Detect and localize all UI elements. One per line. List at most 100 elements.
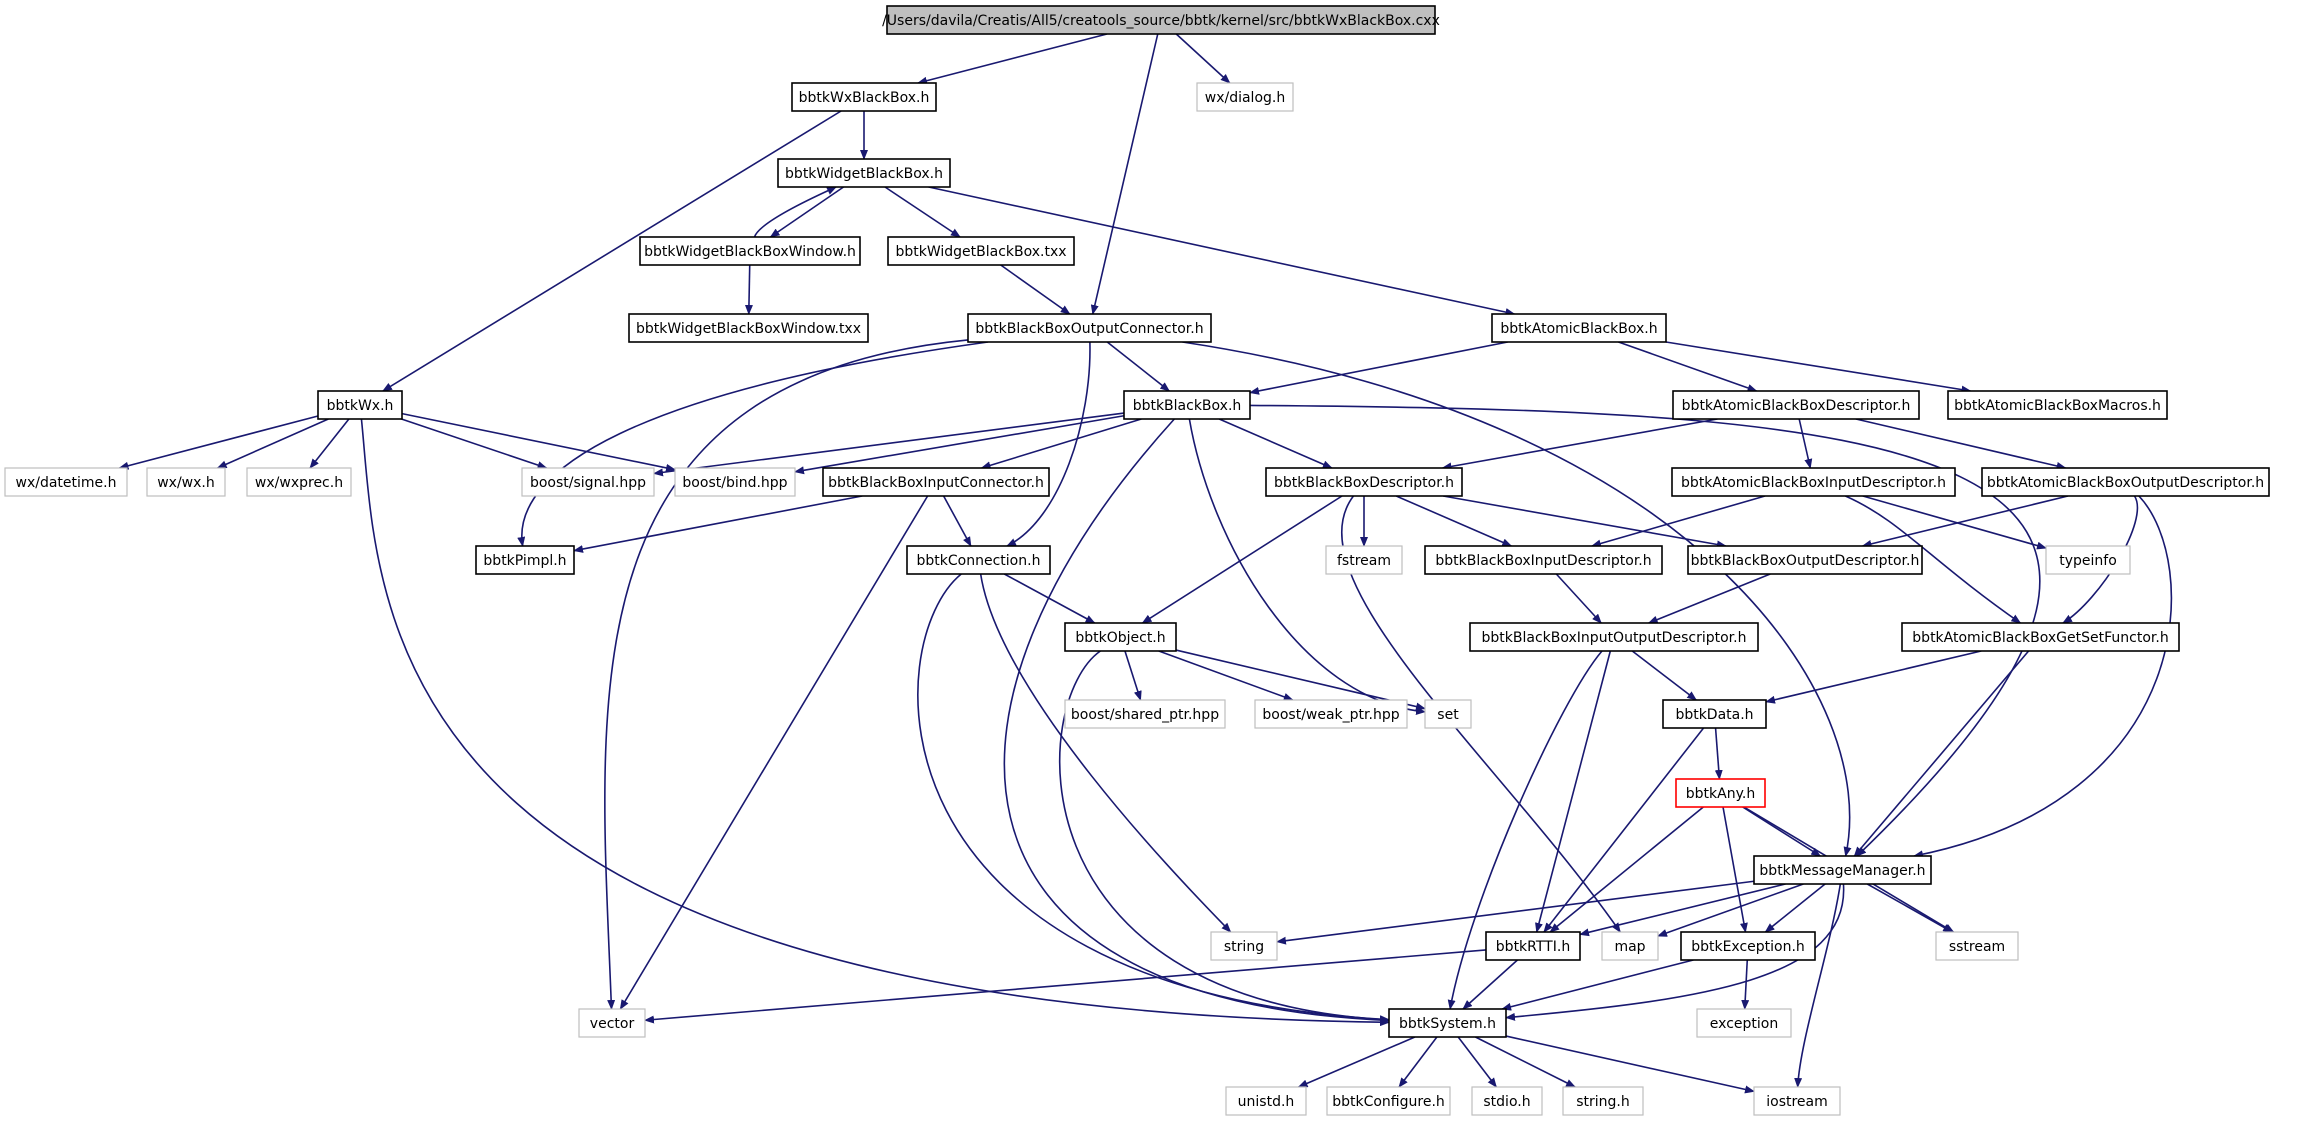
edge-widgetbb-to-atomicbb xyxy=(928,186,1516,317)
node-label: bbtkPimpl.h xyxy=(483,553,566,569)
edge-widgetbbwindow-to-widgetbbwindowtxx xyxy=(744,264,753,315)
edge-widgetbbwindow-to-widgetbb xyxy=(753,186,837,238)
dependency-edges xyxy=(118,33,2173,1094)
node-box xyxy=(1562,1086,1644,1116)
node-label: string.h xyxy=(1576,1094,1630,1110)
node-atomicbb[interactable]: bbtkAtomicBlackBox.h xyxy=(1491,313,1667,343)
node-label: wx/datetime.h xyxy=(16,475,117,491)
node-bboutdesc[interactable]: bbtkBlackBoxOutputDescriptor.h xyxy=(1687,545,1923,575)
node-label: bbtkAtomicBlackBoxDescriptor.h xyxy=(1682,398,1911,414)
node-rtti[interactable]: bbtkRTTI.h xyxy=(1485,931,1581,961)
node-box xyxy=(1901,622,2180,652)
edge-blackbox-to-set xyxy=(1188,418,1426,715)
node-atomicmacros[interactable]: bbtkAtomicBlackBoxMacros.h xyxy=(1947,390,2168,420)
edge-bboutdesc-to-bbiodesc xyxy=(1647,573,1771,624)
node-bbiodesc[interactable]: bbtkBlackBoxInputOutputDescriptor.h xyxy=(1469,622,1759,652)
edge-atomicoutdesc-to-msgmgr xyxy=(1913,495,2173,859)
edge-bbdesc-to-bboutdesc xyxy=(1443,495,1727,549)
node-configure[interactable]: bbtkConfigure.h xyxy=(1326,1086,1451,1116)
node-label: bbtkWx.h xyxy=(327,398,394,414)
node-fstream[interactable]: fstream xyxy=(1325,545,1403,575)
node-bbindesc[interactable]: bbtkBlackBoxInputDescriptor.h xyxy=(1424,545,1663,575)
node-widgetbbwindowtxx[interactable]: bbtkWidgetBlackBoxWindow.txx xyxy=(628,313,869,343)
node-wxwxprec[interactable]: wx/wxprec.h xyxy=(246,467,352,497)
edge-connection-to-system xyxy=(917,573,1390,1024)
node-widgetbb[interactable]: bbtkWidgetBlackBox.h xyxy=(777,158,951,188)
node-label: bbtkAtomicBlackBoxMacros.h xyxy=(1954,398,2161,414)
node-box xyxy=(791,82,937,112)
node-data[interactable]: bbtkData.h xyxy=(1662,699,1767,729)
node-label: bbtkAtomicBlackBox.h xyxy=(1500,321,1657,337)
node-unistd[interactable]: unistd.h xyxy=(1225,1086,1307,1116)
edge-wxh-to-wxwxprec xyxy=(309,418,350,469)
node-boostbind[interactable]: boost/bind.hpp xyxy=(674,467,796,497)
node-root[interactable]: /Users/davila/Creatis/All5/creatools_sou… xyxy=(882,5,1440,35)
node-typeinfo[interactable]: typeinfo xyxy=(2045,545,2131,575)
node-map[interactable]: map xyxy=(1601,931,1659,961)
node-widgetbbtxx[interactable]: bbtkWidgetBlackBox.txx xyxy=(887,236,1075,266)
node-widgetbbwindow[interactable]: bbtkWidgetBlackBoxWindow.h xyxy=(639,236,861,266)
node-string[interactable]: string xyxy=(1210,931,1278,961)
node-set[interactable]: set xyxy=(1424,699,1472,729)
node-label: boost/weak_ptr.hpp xyxy=(1262,707,1399,723)
node-label: unistd.h xyxy=(1238,1094,1295,1110)
node-exception_h[interactable]: bbtkException.h xyxy=(1680,931,1816,961)
edge-wxh-to-boostsignal xyxy=(401,418,548,469)
node-inconn[interactable]: bbtkBlackBoxInputConnector.h xyxy=(822,467,1050,497)
edge-blackbox-to-msgmgr xyxy=(1249,404,2041,857)
node-label: bbtkAny.h xyxy=(1686,786,1755,802)
node-getset[interactable]: bbtkAtomicBlackBoxGetSetFunctor.h xyxy=(1901,622,2180,652)
node-iostream[interactable]: iostream xyxy=(1753,1086,1841,1116)
node-system[interactable]: bbtkSystem.h xyxy=(1388,1008,1507,1038)
node-label: iostream xyxy=(1766,1094,1828,1110)
node-label: bbtkObject.h xyxy=(1075,630,1165,646)
node-pimpl[interactable]: bbtkPimpl.h xyxy=(475,545,575,575)
node-msgmgr[interactable]: bbtkMessageManager.h xyxy=(1753,855,1932,885)
node-label: sstream xyxy=(1949,939,2005,955)
node-label: boost/shared_ptr.hpp xyxy=(1071,707,1219,723)
edge-msgmgr-to-system xyxy=(1505,883,1845,1021)
node-blackbox[interactable]: bbtkBlackBox.h xyxy=(1123,390,1251,420)
node-connection[interactable]: bbtkConnection.h xyxy=(906,545,1051,575)
node-outconn[interactable]: bbtkBlackBoxOutputConnector.h xyxy=(967,313,1212,343)
node-label: set xyxy=(1437,707,1459,723)
node-box xyxy=(639,236,861,266)
node-label: bbtkBlackBoxOutputConnector.h xyxy=(975,321,1203,337)
node-vector[interactable]: vector xyxy=(578,1008,646,1038)
edge-outconn-to-blackbox xyxy=(1106,341,1171,392)
node-wxdialog[interactable]: wx/dialog.h xyxy=(1196,82,1294,112)
node-box xyxy=(246,467,352,497)
node-exception[interactable]: exception xyxy=(1696,1008,1792,1038)
edge-bbindesc-to-bbiodesc xyxy=(1555,573,1602,624)
node-label: wx/wxprec.h xyxy=(255,475,343,491)
node-label: bbtkWidgetBlackBox.txx xyxy=(895,244,1066,260)
node-atomicindesc[interactable]: bbtkAtomicBlackBoxInputDescriptor.h xyxy=(1671,467,1956,497)
node-wxwx[interactable]: wx/wx.h xyxy=(146,467,226,497)
node-stdio[interactable]: stdio.h xyxy=(1471,1086,1543,1116)
node-wxblackbox[interactable]: bbtkWxBlackBox.h xyxy=(791,82,937,112)
node-box xyxy=(2045,545,2131,575)
node-bbdesc[interactable]: bbtkBlackBoxDescriptor.h xyxy=(1265,467,1463,497)
node-box xyxy=(1064,699,1226,729)
node-label: bbtkBlackBoxInputConnector.h xyxy=(828,475,1044,491)
edge-rtti-to-vector xyxy=(644,949,1487,1024)
node-stringh[interactable]: string.h xyxy=(1562,1086,1644,1116)
node-wxh[interactable]: bbtkWx.h xyxy=(317,390,403,420)
node-box xyxy=(967,313,1212,343)
node-box xyxy=(1753,855,1932,885)
node-sharedptr[interactable]: boost/shared_ptr.hpp xyxy=(1064,699,1226,729)
edge-widgetbb-to-widgetbbtxx xyxy=(884,186,961,238)
edge-msgmgr-to-iostream xyxy=(1794,883,1842,1088)
node-object[interactable]: bbtkObject.h xyxy=(1064,622,1177,652)
node-atomicdesc[interactable]: bbtkAtomicBlackBoxDescriptor.h xyxy=(1672,390,1920,420)
node-label: exception xyxy=(1710,1016,1778,1032)
node-atomicoutdesc[interactable]: bbtkAtomicBlackBoxOutputDescriptor.h xyxy=(1981,467,2270,497)
node-sstream[interactable]: sstream xyxy=(1935,931,2019,961)
node-boostsignal[interactable]: boost/signal.hpp xyxy=(521,467,655,497)
node-box xyxy=(1326,1086,1451,1116)
node-weakptr[interactable]: boost/weak_ptr.hpp xyxy=(1254,699,1408,729)
edge-system-to-iostream xyxy=(1505,1035,1755,1094)
node-any[interactable]: bbtkAny.h xyxy=(1675,778,1766,808)
node-wxdatetime[interactable]: wx/datetime.h xyxy=(4,467,128,497)
